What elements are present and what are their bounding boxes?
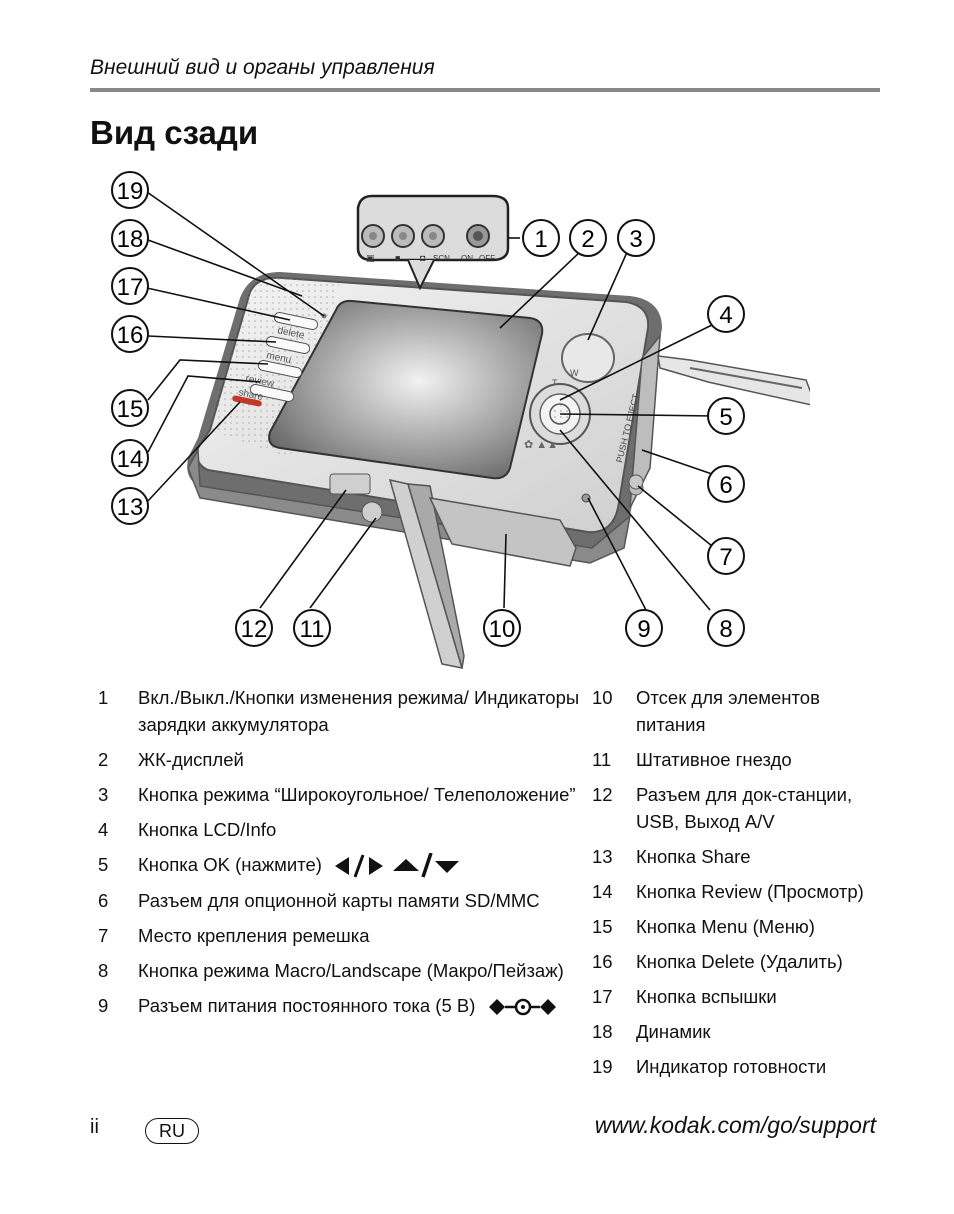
callout-13: 13 xyxy=(111,487,149,525)
callout-3: 3 xyxy=(617,219,655,257)
dock-connector-icon xyxy=(329,473,371,495)
on-label: ON xyxy=(461,254,473,263)
svg-text:■: ■ xyxy=(395,253,400,263)
support-url[interactable]: www.kodak.com/go/support xyxy=(594,1112,876,1138)
dc-polarity-icon xyxy=(488,998,556,1016)
battery-door xyxy=(329,473,577,669)
callout-6: 6 xyxy=(707,465,745,503)
callout-5: 5 xyxy=(707,397,745,435)
section-header: Внешний вид и органы управления xyxy=(90,56,435,79)
svg-text:▣: ▣ xyxy=(366,253,375,263)
svg-text:10: 10 xyxy=(489,616,516,643)
svg-text:16: 16 xyxy=(117,322,144,349)
svg-text:12: 12 xyxy=(241,616,268,643)
callout-18: 18 xyxy=(111,219,149,257)
svg-text:15: 15 xyxy=(117,396,144,423)
off-label: OFF xyxy=(479,254,495,263)
callout-15: 15 xyxy=(111,389,149,427)
callout-17: 17 xyxy=(111,267,149,305)
svg-text:13: 13 xyxy=(117,494,144,521)
zoom-t-label: T xyxy=(552,378,558,388)
arrows-icon xyxy=(335,853,460,878)
callout-9: 9 xyxy=(625,609,663,647)
svg-text:7: 7 xyxy=(719,544,732,571)
svg-text:14: 14 xyxy=(117,446,144,473)
svg-text:3: 3 xyxy=(629,226,642,253)
svg-text:9: 9 xyxy=(637,616,650,643)
scn-label: SCN xyxy=(433,254,450,263)
svg-text:8: 8 xyxy=(719,616,732,643)
callout-14: 14 xyxy=(111,439,149,477)
tripod-socket-icon xyxy=(361,501,383,523)
legend-item: 5 Кнопка OK (нажмите) xyxy=(90,851,580,879)
menu-label: menu xyxy=(265,350,292,366)
svg-text:5: 5 xyxy=(719,404,732,431)
svg-text:4: 4 xyxy=(719,302,732,329)
callout-7: 7 xyxy=(707,537,745,575)
svg-text:1: 1 xyxy=(534,226,547,253)
callout-12: 12 xyxy=(235,609,273,647)
page-number: ii xyxy=(90,1116,99,1138)
svg-text:18: 18 xyxy=(117,226,144,253)
legend-item: 9 Разъем питания постоянного тока (5 В) xyxy=(90,992,580,1019)
page-title: Вид сзади xyxy=(90,114,259,151)
callout-11: 11 xyxy=(293,609,331,647)
svg-text:17: 17 xyxy=(117,274,144,301)
svg-text:◘: ◘ xyxy=(420,253,426,263)
top-buttons-inset: ▣ ■ ◘ SCN ON OFF xyxy=(356,194,510,291)
callouts: 19 18 17 16 15 14 13 1 2 3 4 5 6 7 8 9 1… xyxy=(111,171,745,647)
svg-text:11: 11 xyxy=(300,616,325,643)
callout-4: 4 xyxy=(707,295,745,333)
callout-1: 1 xyxy=(522,219,560,257)
svg-text:6: 6 xyxy=(719,472,732,499)
callout-2: 2 xyxy=(569,219,607,257)
lcd-screen xyxy=(268,299,544,480)
camera-back-diagram: delete menu review share W T ✿ ▲▲ PUSH T… xyxy=(111,171,810,669)
share-label: share xyxy=(237,387,264,403)
dc-jack-icon xyxy=(581,493,591,503)
callout-10: 10 xyxy=(483,609,521,647)
zoom-w-label: W xyxy=(570,368,579,378)
leader-lines xyxy=(146,191,715,611)
svg-text:19: 19 xyxy=(117,178,144,205)
language-badge: RU xyxy=(145,1118,199,1144)
header-rule xyxy=(90,88,880,92)
callout-19: 19 xyxy=(111,171,149,209)
callout-16: 16 xyxy=(111,315,149,353)
callout-8: 8 xyxy=(707,609,745,647)
svg-text:✿ ▲▲: ✿ ▲▲ xyxy=(524,439,558,451)
svg-text:2: 2 xyxy=(581,226,594,253)
